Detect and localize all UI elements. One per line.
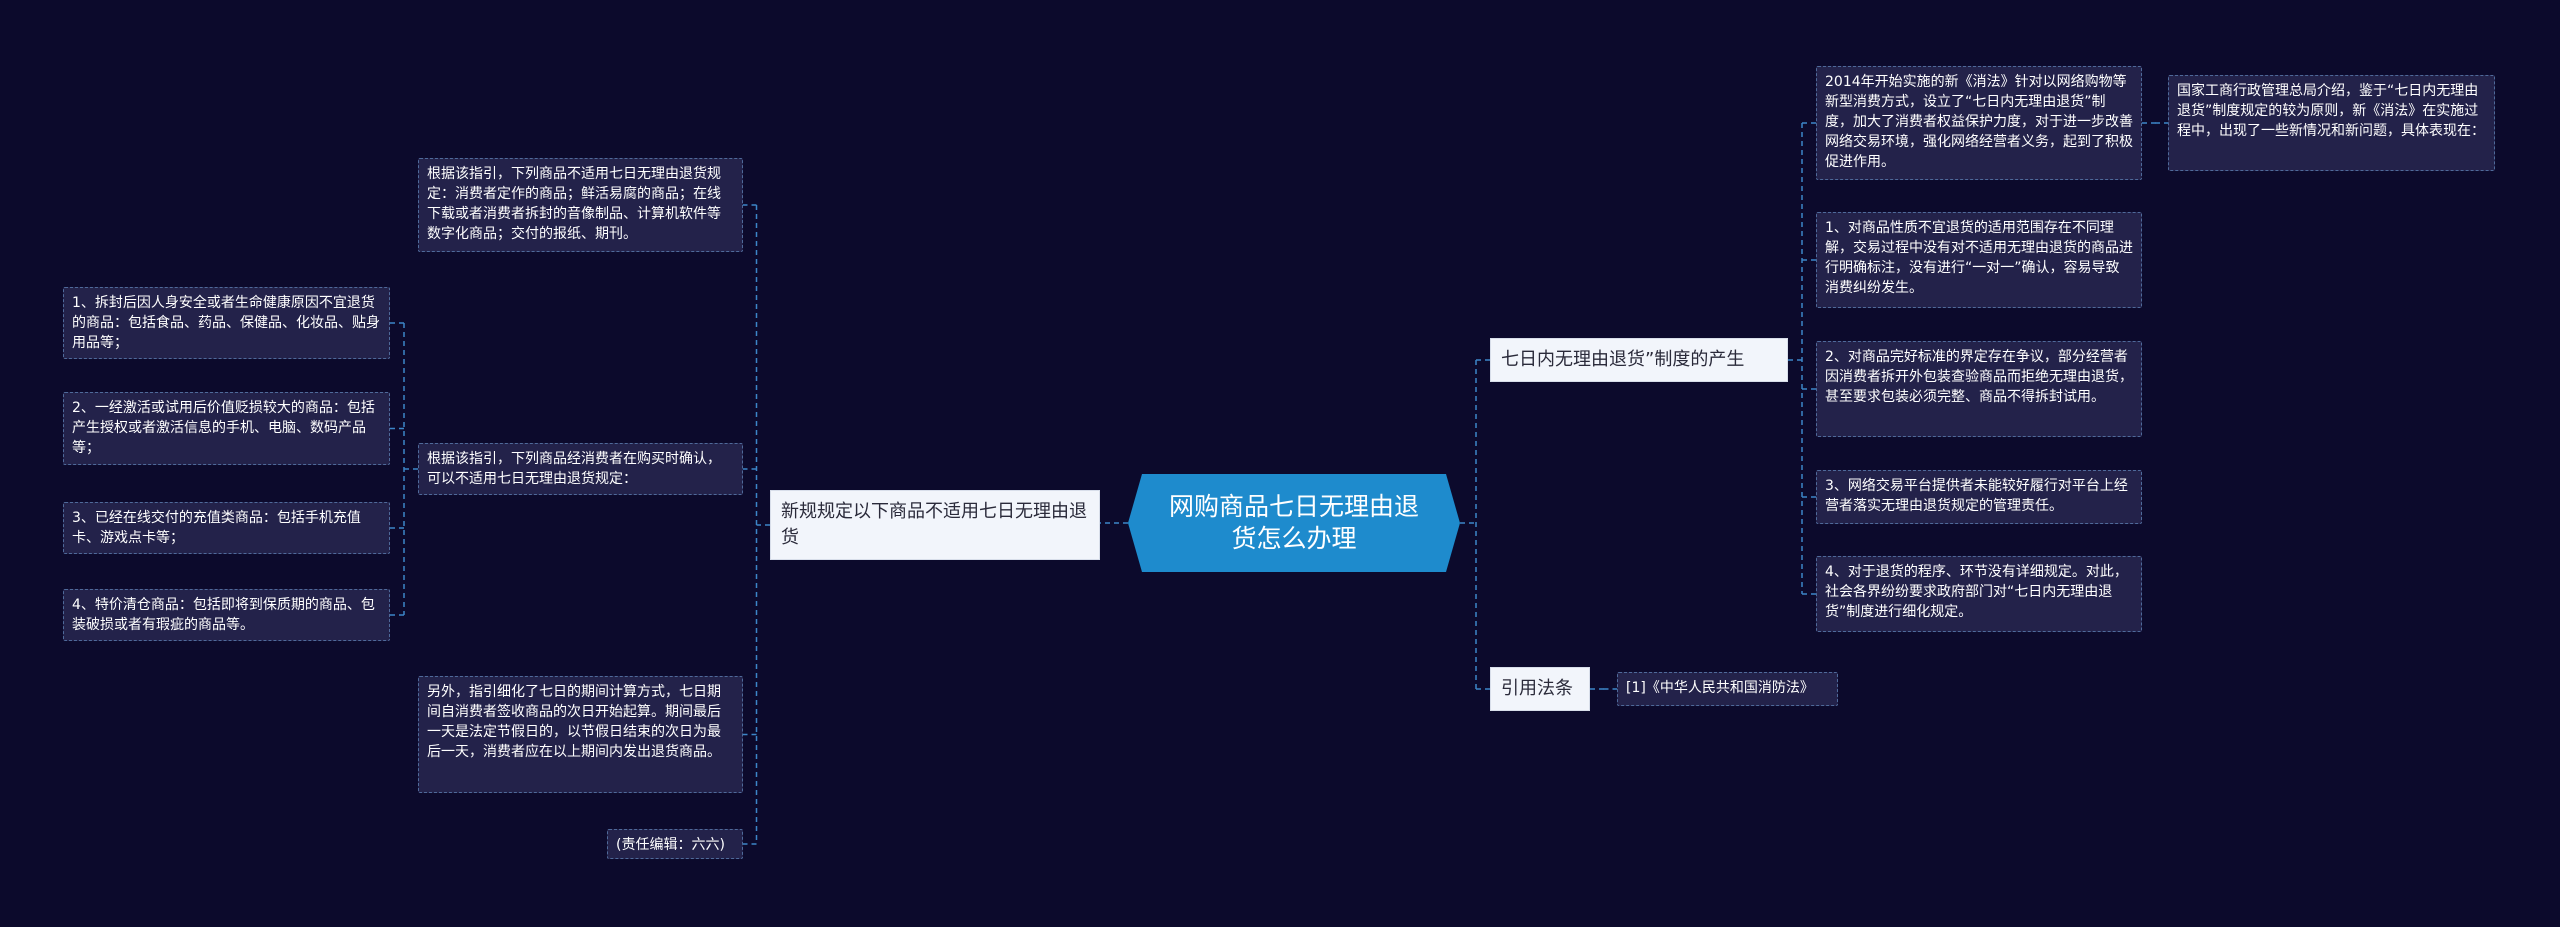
branch-law[interactable]: 引用法条 [1490, 667, 1590, 711]
branch-law-label: 引用法条 [1501, 678, 1573, 699]
leaf-text: 4、对于退货的程序、环节没有详细规定。对此，社会各界纷纷要求政府部门对“七日内无… [1825, 564, 2128, 620]
leaf-origin-intro[interactable]: 2014年开始实施的新《消法》针对以网络购物等新型消费方式，设立了“七日内无理由… [1816, 66, 2142, 180]
leaf-editor[interactable]: (责任编辑：六六) [607, 829, 743, 859]
leaf-issue-1[interactable]: 1、对商品性质不宜退货的适用范围存在不同理解，交易过程中没有对不适用无理由退货的… [1816, 212, 2142, 308]
leaf-text: [1]《中华人民共和国消防法》 [1626, 680, 1814, 696]
branch-new-rules-label: 新规规定以下商品不适用七日无理由退货 [781, 501, 1087, 548]
root-node[interactable]: 网购商品七日无理由退货怎么办理 [1128, 474, 1460, 572]
leaf-text: 根据该指引，下列商品不适用七日无理由退货规定：消费者定作的商品；鲜活易腐的商品；… [427, 166, 721, 242]
leaf-text: 另外，指引细化了七日的期间计算方式，七日期间自消费者签收商品的次日开始起算。期间… [427, 684, 721, 760]
leaf-text: 4、特价清仓商品：包括即将到保质期的商品、包装破损或者有瑕疵的商品等。 [72, 597, 375, 633]
branch-new-rules[interactable]: 新规规定以下商品不适用七日无理由退货 [770, 490, 1100, 560]
leaf-confirm-item-4[interactable]: 4、特价清仓商品：包括即将到保质期的商品、包装破损或者有瑕疵的商品等。 [63, 589, 390, 641]
leaf-issue-4[interactable]: 4、对于退货的程序、环节没有详细规定。对此，社会各界纷纷要求政府部门对“七日内无… [1816, 556, 2142, 632]
leaf-law-item[interactable]: [1]《中华人民共和国消防法》 [1617, 672, 1838, 706]
leaf-text: 1、对商品性质不宜退货的适用范围存在不同理解，交易过程中没有对不适用无理由退货的… [1825, 220, 2133, 296]
leaf-confirm-item-2[interactable]: 2、一经激活或试用后价值贬损较大的商品：包括产生授权或者激活信息的手机、电脑、数… [63, 392, 390, 465]
leaf-not-applicable-intro[interactable]: 根据该指引，下列商品不适用七日无理由退货规定：消费者定作的商品；鲜活易腐的商品；… [418, 158, 743, 252]
leaf-confirm-item-1[interactable]: 1、拆封后因人身安全或者生命健康原因不宜退货的商品：包括食品、药品、保健品、化妆… [63, 287, 390, 359]
leaf-period-note[interactable]: 另外，指引细化了七日的期间计算方式，七日期间自消费者签收商品的次日开始起算。期间… [418, 676, 743, 793]
leaf-text: 3、网络交易平台提供者未能较好履行对平台上经营者落实无理由退货规定的管理责任。 [1825, 478, 2128, 514]
leaf-text: 1、拆封后因人身安全或者生命健康原因不宜退货的商品：包括食品、药品、保健品、化妆… [72, 295, 380, 351]
root-title: 网购商品七日无理由退货怎么办理 [1168, 492, 1419, 553]
leaf-issue-2[interactable]: 2、对商品完好标准的界定存在争议，部分经营者因消费者拆开外包装查验商品而拒绝无理… [1816, 341, 2142, 437]
leaf-text: 根据该指引，下列商品经消费者在购买时确认，可以不适用七日无理由退货规定： [427, 451, 721, 487]
branch-origin-label: 七日内无理由退货”制度的产生 [1501, 349, 1745, 370]
leaf-confirm-note[interactable]: 根据该指引，下列商品经消费者在购买时确认，可以不适用七日无理由退货规定： [418, 443, 743, 495]
leaf-text: 2、一经激活或试用后价值贬损较大的商品：包括产生授权或者激活信息的手机、电脑、数… [72, 400, 375, 456]
leaf-confirm-item-3[interactable]: 3、已经在线交付的充值类商品：包括手机充值卡、游戏点卡等； [63, 502, 390, 554]
leaf-origin-side[interactable]: 国家工商行政管理总局介绍，鉴于“七日内无理由退货”制度规定的较为原则，新《消法》… [2168, 75, 2495, 171]
leaf-text: 3、已经在线交付的充值类商品：包括手机充值卡、游戏点卡等； [72, 510, 361, 546]
leaf-text: (责任编辑：六六) [616, 837, 725, 853]
leaf-text: 2014年开始实施的新《消法》针对以网络购物等新型消费方式，设立了“七日内无理由… [1825, 74, 2133, 170]
branch-origin[interactable]: 七日内无理由退货”制度的产生 [1490, 338, 1788, 382]
leaf-text: 2、对商品完好标准的界定存在争议，部分经营者因消费者拆开外包装查验商品而拒绝无理… [1825, 349, 2133, 405]
leaf-text: 国家工商行政管理总局介绍，鉴于“七日内无理由退货”制度规定的较为原则，新《消法》… [2177, 83, 2485, 139]
leaf-issue-3[interactable]: 3、网络交易平台提供者未能较好履行对平台上经营者落实无理由退货规定的管理责任。 [1816, 470, 2142, 524]
